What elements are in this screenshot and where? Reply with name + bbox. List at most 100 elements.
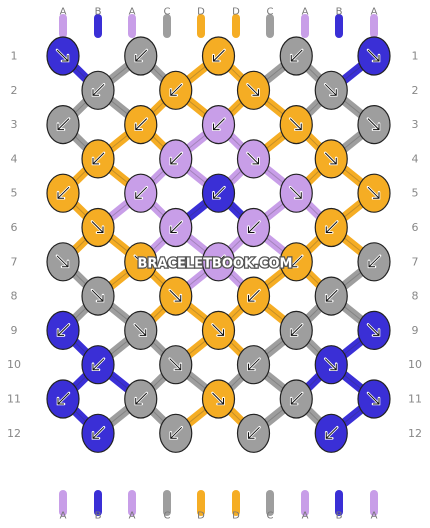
knot[interactable]: [314, 345, 348, 385]
top-string-label: D: [232, 7, 240, 18]
knot[interactable]: [357, 310, 391, 350]
watermark: BRACELETBOOK.COM: [138, 257, 293, 272]
knot[interactable]: [279, 36, 313, 76]
arrow-outline: [368, 255, 381, 268]
knot[interactable]: [159, 70, 193, 110]
arrow-outline: [91, 221, 104, 233]
knot[interactable]: [46, 173, 80, 213]
bottom-string-label: A: [60, 511, 67, 522]
knot[interactable]: [201, 242, 236, 282]
row-number-right: 4: [412, 152, 419, 165]
arrow-outline: [134, 324, 147, 336]
arrow-outline: [135, 186, 148, 199]
arrow-outline: [324, 358, 337, 371]
knot[interactable]: [357, 104, 391, 145]
knot[interactable]: [279, 242, 313, 282]
arrow-outline: [324, 152, 337, 165]
knot[interactable]: [124, 310, 158, 350]
arrow-outline: [212, 392, 224, 405]
row-number-right: 2: [412, 84, 419, 97]
arrow-outline: [57, 392, 70, 405]
knot[interactable]: [201, 310, 236, 350]
arrow-outline: [247, 83, 259, 96]
knot[interactable]: [46, 310, 80, 350]
arrow-outline: [367, 118, 380, 131]
knot[interactable]: [81, 345, 115, 385]
knot[interactable]: [46, 104, 80, 145]
bottom-string-label: C: [267, 511, 274, 522]
knot[interactable]: [81, 70, 115, 110]
knot[interactable]: [201, 104, 236, 145]
knot[interactable]: [236, 70, 271, 110]
arrow-outline: [92, 83, 105, 96]
knot[interactable]: [124, 379, 158, 419]
knot[interactable]: [236, 276, 271, 316]
knot-grid: [46, 36, 391, 453]
knot[interactable]: [159, 276, 193, 316]
knot[interactable]: [124, 242, 158, 282]
knot[interactable]: [279, 379, 313, 419]
arrow-outline: [367, 49, 380, 62]
bottom-string-label: D: [232, 511, 240, 522]
knot[interactable]: [81, 276, 115, 316]
knot[interactable]: [46, 379, 80, 419]
knot[interactable]: [159, 139, 193, 179]
arrow-outline: [213, 118, 225, 131]
knot[interactable]: [236, 207, 271, 248]
arrow-outline: [248, 221, 260, 233]
knot[interactable]: [81, 413, 115, 453]
knot[interactable]: [236, 345, 271, 385]
row-number-right: 10: [408, 358, 422, 371]
knot[interactable]: [201, 173, 236, 213]
top-string-label: A: [60, 7, 67, 18]
knot[interactable]: [314, 413, 348, 453]
knot[interactable]: [81, 139, 115, 179]
knot[interactable]: [124, 104, 158, 145]
knot[interactable]: [314, 207, 348, 248]
arrow-outline: [290, 324, 303, 336]
knot[interactable]: [279, 104, 313, 145]
knot[interactable]: [357, 379, 391, 419]
arrow-outline: [169, 289, 182, 302]
knot[interactable]: [236, 413, 271, 453]
arrow-outline: [169, 358, 182, 371]
knot[interactable]: [236, 139, 271, 179]
arrow-outline: [248, 426, 260, 439]
knot[interactable]: [124, 173, 158, 213]
row-number-left: 11: [7, 393, 21, 406]
knot[interactable]: [81, 207, 115, 248]
knot[interactable]: [159, 413, 193, 453]
knot[interactable]: [201, 36, 236, 76]
arrow-outline: [56, 49, 69, 62]
bottom-string-label: A: [371, 511, 378, 522]
knot[interactable]: [357, 242, 391, 282]
knot[interactable]: [159, 345, 193, 385]
bottom-string-label: B: [95, 511, 102, 522]
arrow-outline: [170, 152, 183, 165]
arrow-outline: [213, 186, 225, 199]
bottom-string-label: B: [336, 511, 343, 522]
arrow-outline: [56, 255, 69, 268]
knot[interactable]: [357, 36, 391, 76]
row-number-left: 4: [11, 152, 18, 165]
arrow-outline: [170, 83, 183, 96]
arrow-outline: [289, 118, 302, 131]
arrow-outline: [367, 324, 380, 336]
top-string-label: D: [197, 7, 205, 18]
knot[interactable]: [279, 173, 313, 213]
arrow-outline: [135, 118, 148, 131]
knot[interactable]: [159, 207, 193, 248]
knot[interactable]: [46, 36, 80, 76]
knot[interactable]: [357, 173, 391, 213]
knot[interactable]: [314, 139, 348, 179]
knot[interactable]: [314, 276, 348, 316]
knot[interactable]: [279, 310, 313, 350]
knot[interactable]: [124, 36, 158, 76]
arrow-outline: [325, 426, 338, 439]
knot[interactable]: [314, 70, 348, 110]
row-number-left: 1: [11, 50, 18, 63]
knot[interactable]: [46, 242, 80, 282]
knot[interactable]: [201, 379, 236, 419]
